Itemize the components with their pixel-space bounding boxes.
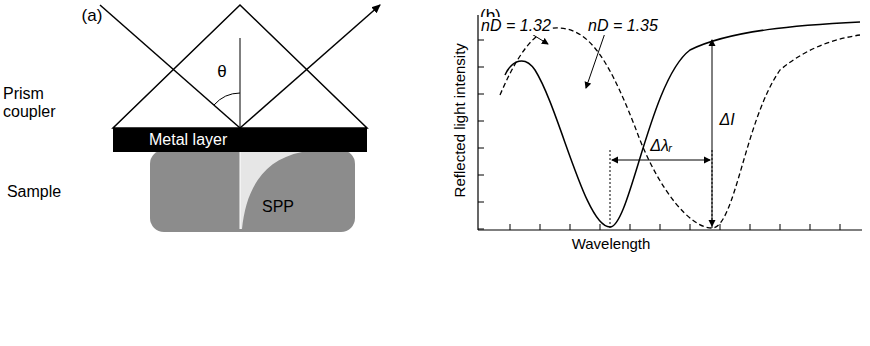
- min-marker: [610, 150, 611, 228]
- curve-label: nD = 1.35: [587, 17, 659, 35]
- delta-label: ΔI: [718, 111, 735, 129]
- incident-ray: [100, 5, 240, 128]
- intensity-arrow: [712, 40, 713, 226]
- axis-title: Reflected light intensity: [452, 43, 469, 197]
- part-label: Prism coupler: [3, 85, 63, 120]
- spp-field: [240, 152, 302, 229]
- dashed-curve: [500, 28, 860, 228]
- axis-title: Wavelength: [572, 236, 651, 253]
- metal-band: Metal layer: [113, 128, 367, 152]
- part-label: SPP: [262, 198, 294, 216]
- solid-curve: [505, 22, 860, 227]
- shift-arrow: [612, 160, 710, 161]
- chart-axes: [478, 15, 862, 230]
- spp-axis: [240, 152, 241, 229]
- leader-line: [586, 33, 605, 88]
- sample-body: [150, 150, 355, 232]
- band-label: Metal layer: [149, 131, 227, 149]
- angle-symbol: θ: [217, 63, 226, 82]
- delta-label: Δλᵣ: [649, 137, 673, 155]
- reflected-ray: [240, 5, 380, 128]
- part-label: Sample: [7, 183, 61, 201]
- panel-letter: (a): [82, 7, 103, 26]
- normal-line: [240, 38, 241, 128]
- prism: [113, 5, 367, 128]
- curve-label: nD = 1.32: [480, 17, 552, 35]
- angle-arc: [214, 93, 240, 105]
